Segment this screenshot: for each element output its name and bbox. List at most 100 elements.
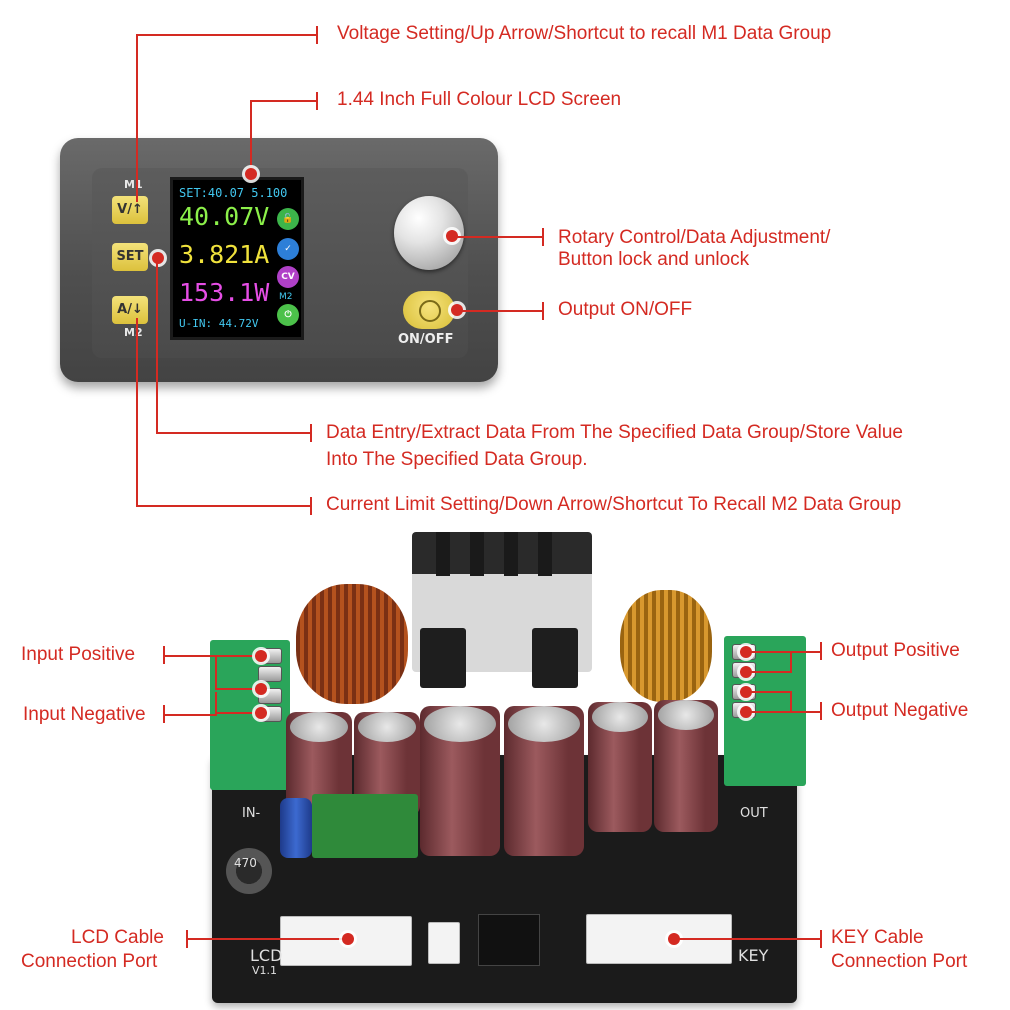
silk-lcd-label: LCD <box>250 946 283 965</box>
callout-line <box>750 671 790 673</box>
inductor-coil <box>620 590 712 702</box>
callout-line <box>250 100 316 102</box>
callout-tick <box>316 26 318 44</box>
callout-line <box>790 711 820 713</box>
callout-line <box>136 34 316 36</box>
heatsink-fin <box>538 532 552 576</box>
callout-line <box>136 505 310 507</box>
callout-current-limit: Current Limit Setting/Down Arrow/Shortcu… <box>326 494 902 515</box>
inductor-code: 470 <box>234 856 257 870</box>
callout-dot <box>255 683 267 695</box>
callout-dot <box>342 933 354 945</box>
callout-line <box>750 711 790 713</box>
m1-label: M1 <box>124 178 143 191</box>
callout-line <box>163 655 215 657</box>
callout-dot <box>740 666 752 678</box>
callout-line <box>790 651 792 673</box>
callout-line <box>750 651 790 653</box>
callout-line <box>215 655 261 657</box>
inductor-470 <box>226 848 272 894</box>
lcd-set-line: SET:40.07 5.100 <box>179 186 288 200</box>
callout-input-positive: Input Positive <box>21 644 136 665</box>
m2-label: M2 <box>124 326 143 339</box>
callout-line <box>790 651 820 653</box>
callout-line <box>750 691 790 693</box>
capacitor-top <box>424 706 496 742</box>
callout-line <box>163 714 215 716</box>
callout-line <box>790 691 792 713</box>
callout-line <box>676 938 820 940</box>
callout-tick <box>820 930 822 948</box>
callout-output-positive: Output Positive <box>831 640 960 661</box>
callout-input-negative: Input Negative <box>23 704 146 725</box>
lcd-screen: SET:40.07 5.100 40.07V 3.821A 153.1W U-I… <box>170 177 304 340</box>
silk-out-label: OUT <box>740 806 768 821</box>
callout-tick <box>316 92 318 110</box>
callout-dot <box>152 252 164 264</box>
callout-data-entry-line1: Data Entry/Extract Data From The Specifi… <box>326 422 903 443</box>
callout-lcd-screen: 1.44 Inch Full Colour LCD Screen <box>337 89 622 110</box>
callout-output-onoff: Output ON/OFF <box>558 299 693 320</box>
capacitor-top <box>592 702 648 732</box>
callout-tick <box>820 702 822 720</box>
callout-rotary-line1: Rotary Control/Data Adjustment/ <box>558 227 831 248</box>
onoff-label: ON/OFF <box>398 332 454 347</box>
mcu-chip <box>478 914 540 966</box>
callout-dot <box>451 304 463 316</box>
callout-dot <box>740 646 752 658</box>
callout-tick <box>820 642 822 660</box>
callout-line <box>460 310 542 312</box>
lcd-m2-label: M2 <box>279 292 293 302</box>
lcd-current: 3.821A <box>179 240 270 269</box>
callout-tick <box>542 228 544 246</box>
callout-line <box>156 258 158 434</box>
callout-dot <box>255 707 267 719</box>
callout-dot <box>255 650 267 662</box>
silk-lcd-version: V1.1 <box>252 964 278 977</box>
callout-line <box>215 712 261 714</box>
callout-line <box>250 100 252 172</box>
callout-line <box>186 938 346 940</box>
callout-dot <box>668 933 680 945</box>
silk-key-label: KEY <box>738 946 769 965</box>
voltage-up-button[interactable]: V/↑ <box>112 196 148 224</box>
small-header <box>428 922 460 964</box>
current-down-button[interactable]: A/↓ <box>112 296 148 324</box>
check-icon: ✓ <box>277 238 299 260</box>
capacitor-top <box>658 700 714 730</box>
mosfet <box>420 628 466 688</box>
unlock-icon: 🔓 <box>277 208 299 230</box>
green-daughterboard <box>312 794 418 858</box>
callout-tick <box>310 497 312 515</box>
callout-data-entry-line2: Into The Specified Data Group. <box>326 449 588 470</box>
terminal-screw <box>258 666 282 682</box>
power-icon <box>419 300 441 322</box>
callout-line <box>156 432 310 434</box>
callout-rotary-line2: Button lock and unlock <box>558 249 750 270</box>
lcd-input-voltage: U-IN: 44.72V <box>179 317 259 330</box>
callout-lcd-cable-line2: Connection Port <box>21 951 158 972</box>
callout-output-negative: Output Negative <box>831 700 969 721</box>
callout-dot <box>245 168 257 180</box>
callout-key-cable-line2: Connection Port <box>831 951 968 972</box>
capacitor-top <box>508 706 580 742</box>
lcd-power: 153.1W <box>179 278 270 307</box>
callout-line <box>136 318 138 506</box>
power-icon: ⏻ <box>277 304 299 326</box>
capacitor-top <box>358 712 416 742</box>
inductor-coil <box>296 584 408 704</box>
callout-line <box>215 655 217 689</box>
callout-tick <box>310 424 312 442</box>
callout-line <box>456 236 542 238</box>
callout-lcd-cable-line1: LCD Cable <box>71 927 164 948</box>
callout-dot <box>740 686 752 698</box>
callout-tick <box>542 302 544 320</box>
heatsink-fin <box>436 532 450 576</box>
heatsink-fin <box>504 532 518 576</box>
lcd-voltage: 40.07V <box>179 202 270 231</box>
output-onoff-button[interactable] <box>403 291 455 329</box>
heatsink-fin <box>470 532 484 576</box>
set-button[interactable]: SET <box>112 243 148 271</box>
callout-line <box>136 34 138 202</box>
callout-dot <box>740 706 752 718</box>
